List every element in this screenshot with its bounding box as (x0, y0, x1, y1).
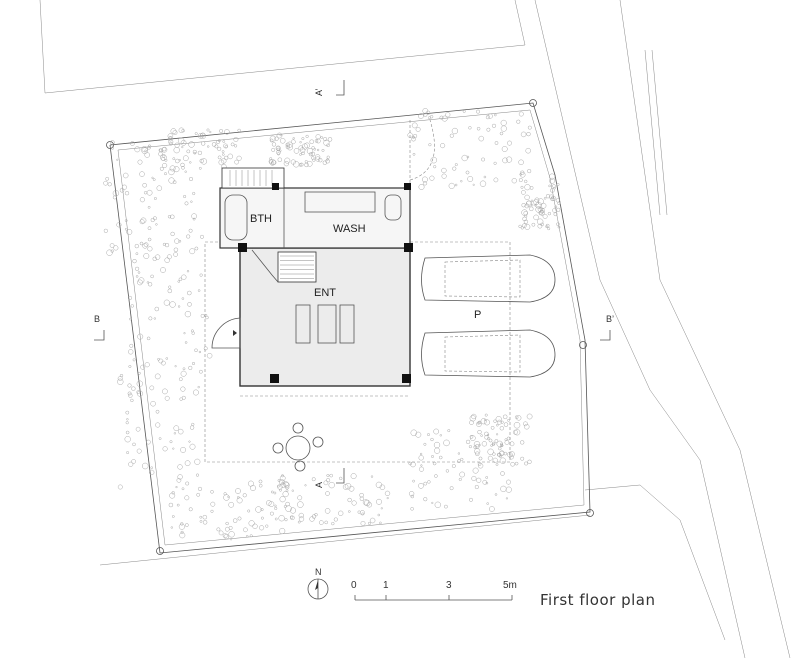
scale-label-5m: 5m (503, 580, 517, 591)
road-lines (534, 0, 791, 658)
scale-label-3: 3 (446, 580, 452, 591)
north-label: N (315, 567, 322, 577)
section-mark-b-left: B (94, 314, 105, 341)
scale-label-1: 1 (383, 580, 389, 591)
north-arrow: N (307, 567, 329, 600)
room-label-bath: BTH (250, 213, 272, 225)
svg-text:B: B (94, 314, 100, 324)
svg-text:A: A (314, 482, 324, 488)
section-mark-a-top: A’ (314, 80, 345, 96)
scale-bar: 0 1 3 5m (351, 580, 517, 601)
site-boundary (106, 99, 594, 555)
section-mark-b-right: B’ (600, 314, 614, 341)
neighbor-boundary-bottom (99, 514, 591, 566)
room-label-wash: WASH (333, 223, 366, 235)
building-footprint (211, 167, 413, 397)
parked-car-bottom (421, 329, 556, 378)
section-mark-a-bottom: A (314, 468, 345, 488)
garden-vegetation (103, 108, 561, 541)
scale-label-0: 0 (351, 580, 357, 591)
neighbor-building (39, 0, 526, 94)
svg-text:A’: A’ (314, 89, 324, 96)
room-label-parking: P (474, 309, 481, 321)
outdoor-table-set (272, 422, 324, 472)
drawing-title: First floor plan (540, 591, 655, 609)
parked-car-top (421, 254, 556, 303)
svg-text:B’: B’ (606, 314, 614, 324)
room-label-entrance: ENT (314, 287, 336, 299)
